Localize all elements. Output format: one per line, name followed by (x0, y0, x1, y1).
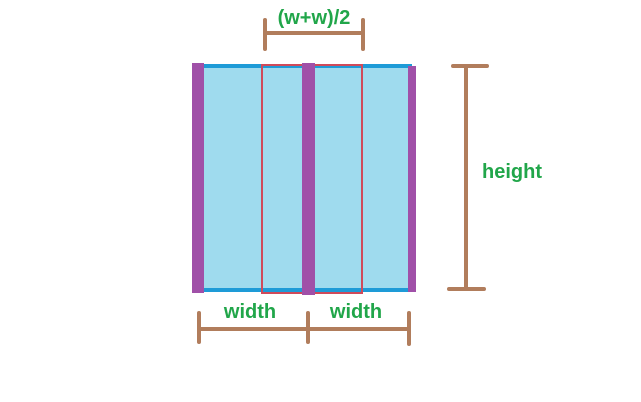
average-width-label: (w+w)/2 (278, 7, 351, 29)
width-left-label: width (223, 301, 276, 323)
width-right-label: width (329, 301, 382, 323)
height-label: height (482, 161, 542, 183)
height-dimension (447, 64, 489, 291)
average-width-dimension (263, 18, 365, 51)
width-dimension (197, 311, 411, 346)
left-post (192, 63, 204, 293)
center-post (302, 63, 315, 295)
left-pane (200, 64, 307, 292)
right-post (408, 66, 416, 292)
